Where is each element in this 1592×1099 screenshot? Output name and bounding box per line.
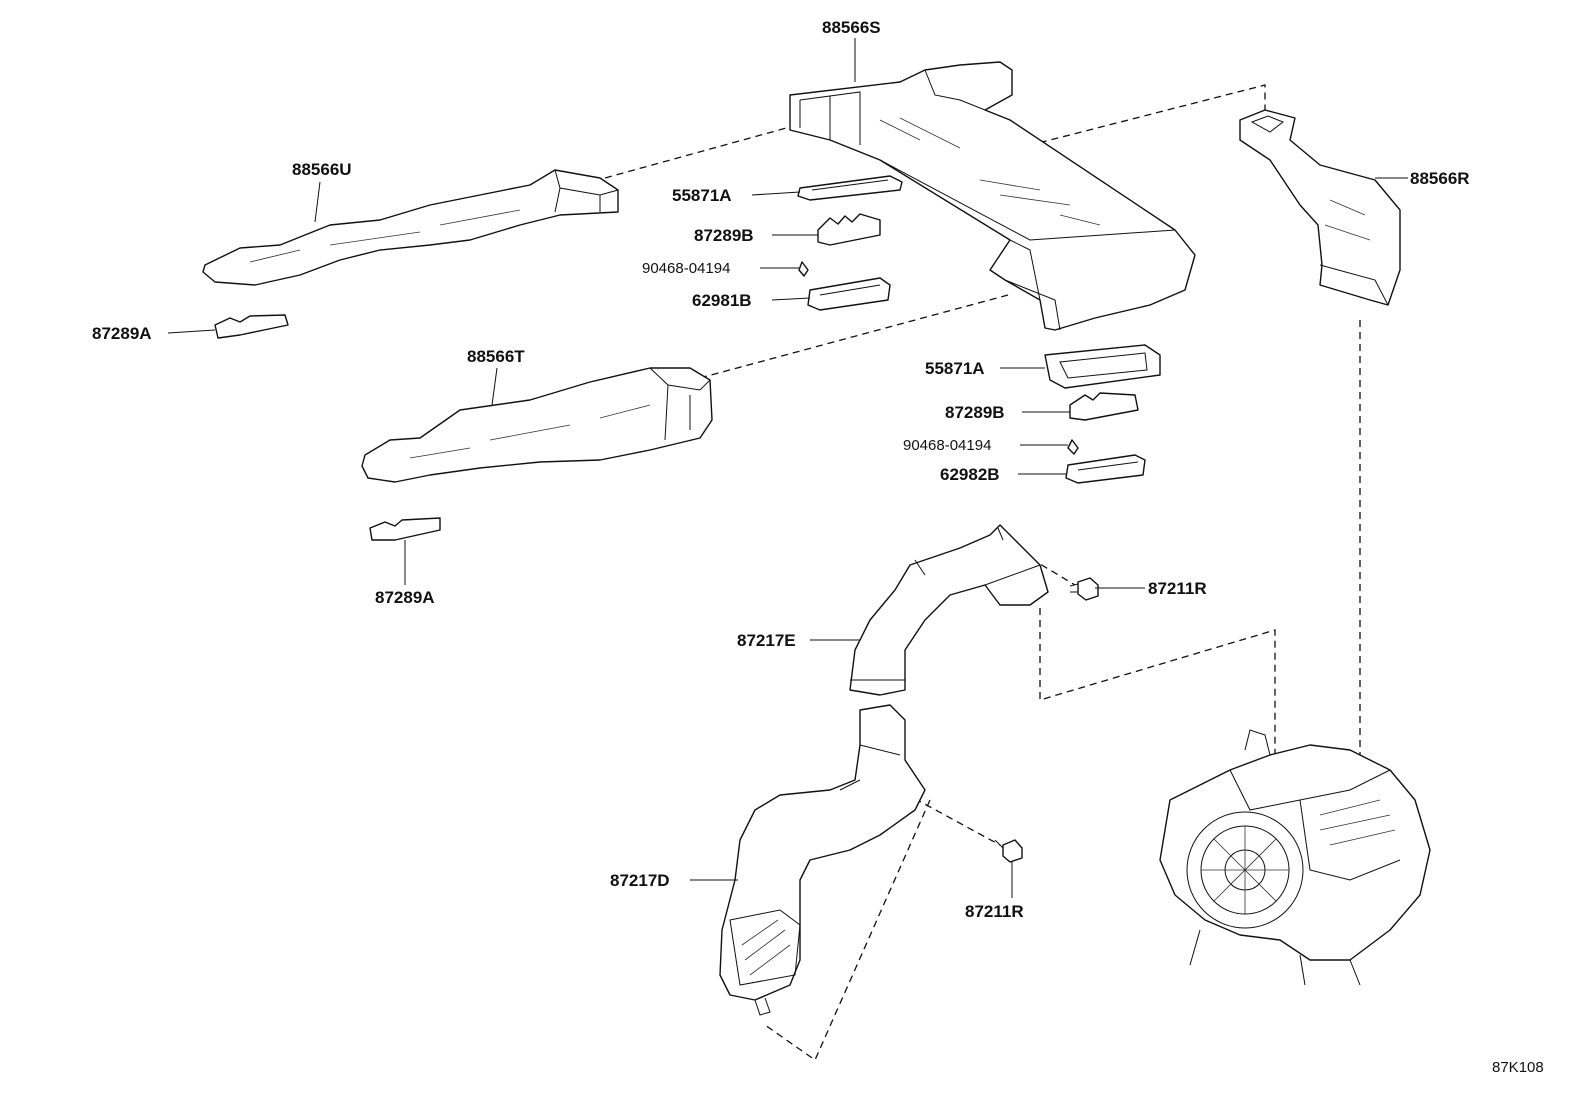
label-87289B-lower: 87289B: [945, 403, 1005, 422]
label-88566R: 88566R: [1410, 169, 1470, 188]
label-87217E: 87217E: [737, 631, 796, 650]
parts-upper-registers: [214, 175, 903, 339]
label-55871A-lower: 55871A: [925, 359, 985, 378]
bolt-87211R-upper: [1069, 577, 1099, 601]
label-87289A-upper: 87289A: [92, 324, 152, 343]
duct-87217D: [719, 704, 926, 1016]
label-55871A-upper: 55871A: [672, 186, 732, 205]
label-87211R-lower: 87211R: [965, 902, 1024, 921]
assembly-dashed-lines: [604, 84, 1361, 1061]
diagram-code: 87K108: [1492, 1059, 1544, 1076]
duct-87217E: [849, 524, 1049, 696]
label-87289B-upper: 87289B: [694, 226, 754, 245]
hvac-unit: [1159, 729, 1431, 986]
duct-88566S: [789, 61, 1196, 331]
label-90468-04194-lower: 90468-04194: [903, 437, 991, 454]
parts-lower-registers: [369, 344, 1161, 541]
label-87217D: 87217D: [610, 871, 670, 890]
leader-lines: [167, 38, 1408, 898]
label-62982B: 62982B: [940, 465, 1000, 484]
label-88566T: 88566T: [467, 347, 525, 366]
label-87289A-lower: 87289A: [375, 588, 435, 607]
bolt-87211R-lower: [994, 839, 1023, 863]
label-87211R-upper: 87211R: [1148, 579, 1207, 598]
duct-88566U: [202, 169, 619, 286]
label-90468-04194-upper: 90468-04194: [642, 260, 730, 277]
label-62981B: 62981B: [692, 291, 752, 310]
duct-88566R: [1239, 109, 1401, 306]
label-88566S: 88566S: [822, 18, 881, 37]
label-88566U: 88566U: [292, 160, 352, 179]
duct-88566T: [361, 367, 713, 483]
callout-labels: 88566S 88566U 88566R 88566T 55871A 87289…: [92, 18, 1544, 1076]
